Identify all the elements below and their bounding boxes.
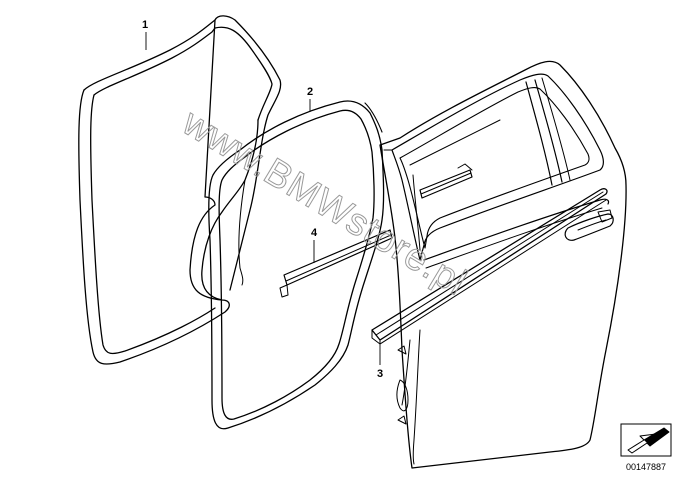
- part-4-window-channel-strip[interactable]: [279, 163, 473, 298]
- navigation-arrow-icon[interactable]: [620, 423, 672, 457]
- rear-door-shell: [379, 60, 627, 469]
- callout-3[interactable]: 3: [377, 368, 383, 380]
- part-1-door-frame-seal[interactable]: [78, 15, 282, 365]
- leader-lines: [145, 32, 381, 365]
- callout-4[interactable]: 4: [311, 227, 318, 239]
- callout-2[interactable]: 2: [307, 86, 313, 98]
- part-2-door-seal[interactable]: [208, 100, 385, 430]
- diagram-number: 00147887: [626, 462, 666, 472]
- callout-1[interactable]: 1: [142, 19, 148, 31]
- part-3-outer-belt-weatherstrip[interactable]: [371, 188, 608, 345]
